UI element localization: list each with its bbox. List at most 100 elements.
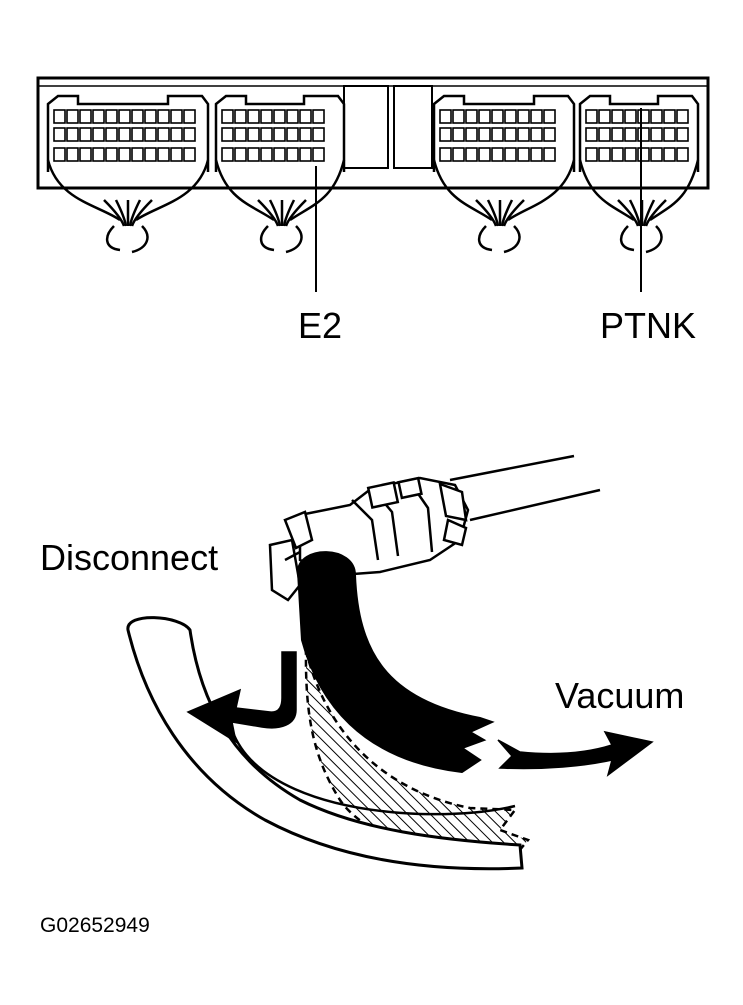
harness-wire [642, 199, 656, 227]
connector-pin [144, 127, 157, 142]
harness-wire [502, 199, 525, 227]
connector-pin [491, 109, 504, 124]
wire-harness [46, 159, 700, 254]
connector-pin [452, 109, 465, 124]
connector-pin [543, 109, 556, 124]
connector-pin [170, 147, 183, 162]
connector-pin [53, 147, 66, 162]
pipe-inner-edge [230, 729, 516, 816]
ptnk-label: PTNK [600, 305, 696, 346]
hose-illustration [126, 454, 654, 871]
connector-pin [260, 127, 273, 142]
connector-pin [247, 147, 260, 162]
harness-wire [257, 199, 280, 227]
connector-pin [491, 127, 504, 142]
connector-pin [452, 127, 465, 142]
connector-pin [650, 109, 663, 124]
vacuum-arrow-icon [497, 730, 654, 777]
connector-pin [637, 147, 650, 162]
connector-pin [66, 127, 79, 142]
pin-block-outline [214, 94, 346, 172]
connector-pin [676, 127, 689, 142]
connector-pin [624, 109, 637, 124]
connector-pin [131, 147, 144, 162]
connector-pin [637, 127, 650, 142]
connector-pin [92, 127, 105, 142]
connector-pin [66, 147, 79, 162]
connector-pin [247, 127, 260, 142]
disconnected-hose [296, 551, 495, 774]
vacuum-pipe [449, 454, 601, 522]
connector-pin [299, 147, 312, 162]
connector-pin [286, 147, 299, 162]
connector-pin [650, 147, 663, 162]
connector-pin [157, 109, 170, 124]
connector-pin [517, 147, 530, 162]
connector-pin [299, 127, 312, 142]
harness-wire [432, 159, 576, 222]
connector-pin [144, 109, 157, 124]
connector-pin [221, 109, 234, 124]
pin-block-outline [46, 94, 210, 172]
harness-stub [478, 225, 521, 254]
connector-pin [118, 109, 131, 124]
connector-pin [118, 127, 131, 142]
connector-pin [92, 109, 105, 124]
connector-pin [273, 127, 286, 142]
connector-pin [504, 109, 517, 124]
connector-pin [504, 147, 517, 162]
connector-pin [286, 109, 299, 124]
disconnect-arrow-icon [186, 651, 297, 744]
connector-pin [676, 147, 689, 162]
connector-pin [585, 147, 598, 162]
connector-pin [598, 109, 611, 124]
connector-pin [611, 109, 624, 124]
harness-wire [644, 199, 667, 227]
connector-pin [312, 147, 325, 162]
connector-pin [663, 109, 676, 124]
harness-wire [268, 199, 282, 227]
connector-pin [53, 127, 66, 142]
connector-pin [598, 147, 611, 162]
connector-pin [170, 127, 183, 142]
harness-wire [628, 199, 642, 227]
connector-pin [105, 127, 118, 142]
connector-pin [183, 109, 196, 124]
connector-pin [221, 127, 234, 142]
pin-block-outline [578, 94, 700, 172]
connector-pin [663, 147, 676, 162]
connector-pin [530, 147, 543, 162]
harness-wire [475, 199, 498, 227]
pin-blocks [46, 94, 700, 172]
connector-pin [105, 109, 118, 124]
connector-pin [170, 109, 183, 124]
connector-pin [650, 127, 663, 142]
connector-pin [131, 127, 144, 142]
connector-pin [543, 127, 556, 142]
connector-pin [465, 109, 478, 124]
connector-pin [478, 127, 491, 142]
harness-wire [214, 159, 346, 222]
harness-stub [106, 225, 149, 254]
disconnect-label: Disconnect [40, 537, 218, 578]
connector-pin [611, 147, 624, 162]
connector-pin [183, 147, 196, 162]
connector-pin [517, 127, 530, 142]
harness-wire [500, 199, 514, 227]
connector-pin [611, 127, 624, 142]
harness-wire [617, 199, 640, 227]
connector-pin [543, 147, 556, 162]
harness-wire [282, 199, 296, 227]
connector-pin [66, 109, 79, 124]
connector-pin [478, 147, 491, 162]
connector-pin [105, 147, 118, 162]
connector-pin [79, 147, 92, 162]
connector-pin [157, 147, 170, 162]
sensor-connector [268, 476, 470, 602]
connector-pin [131, 109, 144, 124]
connector-pin [478, 109, 491, 124]
connector-pin [286, 127, 299, 142]
connector-pin [452, 147, 465, 162]
harness-stub [260, 225, 303, 254]
